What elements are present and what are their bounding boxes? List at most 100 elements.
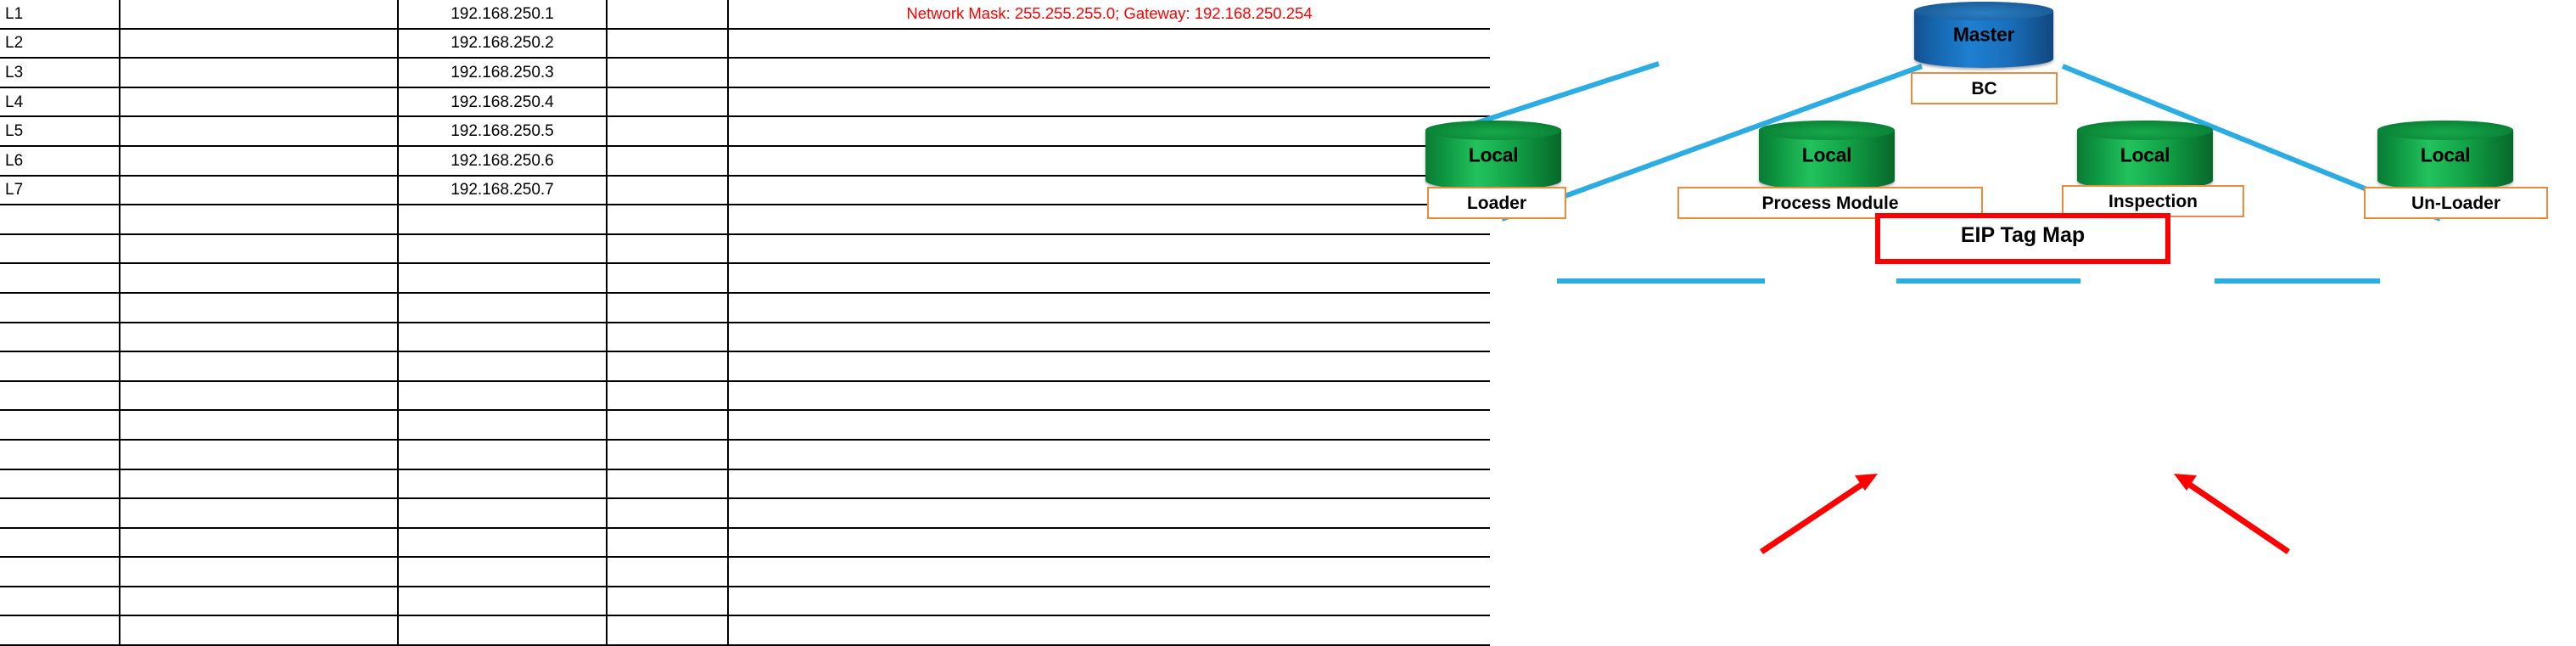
cell-blank-b[interactable]: [607, 615, 729, 646]
cell-note[interactable]: Network Mask: 255.255.255.0; Gateway: 19…: [728, 0, 1490, 30]
cell-ip-address[interactable]: 192.168.250.7: [398, 175, 608, 206]
cell-blank-b[interactable]: [607, 87, 729, 118]
cell-blank-b[interactable]: [607, 380, 729, 412]
cell-note[interactable]: [728, 205, 1490, 235]
cell-blank-a[interactable]: [120, 351, 399, 382]
device-ip-table[interactable]: L1 192.168.250.1 Network Mask: 255.255.2…: [0, 0, 1490, 646]
cell-ip-address[interactable]: 192.168.250.4: [398, 87, 608, 118]
cell-device-label[interactable]: [0, 380, 120, 412]
cell-ip-address[interactable]: 192.168.250.6: [398, 145, 608, 177]
cell-note[interactable]: [728, 28, 1490, 59]
cell-ip-address[interactable]: 192.168.250.5: [398, 116, 608, 147]
table-row[interactable]: L5 192.168.250.5: [0, 116, 1490, 147]
table-row[interactable]: [0, 586, 1490, 617]
eip-tag-map-callout[interactable]: EIP Tag Map: [1875, 213, 2170, 264]
cell-blank-a[interactable]: [120, 380, 399, 412]
table-row[interactable]: [0, 527, 1490, 559]
cell-ip-address[interactable]: [398, 263, 608, 294]
cell-ip-address[interactable]: [398, 233, 608, 265]
cell-blank-a[interactable]: [120, 233, 399, 265]
cell-blank-a[interactable]: [120, 28, 399, 59]
cell-note[interactable]: [728, 469, 1490, 500]
table-row[interactable]: [0, 469, 1490, 500]
cell-note[interactable]: [728, 175, 1490, 206]
cell-device-label[interactable]: L6: [0, 145, 120, 177]
table-row[interactable]: [0, 263, 1490, 294]
cell-device-label[interactable]: L7: [0, 175, 120, 206]
cell-blank-a[interactable]: [120, 263, 399, 294]
cell-blank-b[interactable]: [607, 175, 729, 206]
cell-blank-a[interactable]: [120, 439, 399, 470]
cell-ip-address[interactable]: [398, 410, 608, 441]
cell-blank-b[interactable]: [607, 557, 729, 587]
cell-ip-address[interactable]: [398, 439, 608, 470]
cell-ip-address[interactable]: [398, 380, 608, 412]
cell-device-label[interactable]: [0, 615, 120, 646]
local-node-cylinder-un-loader[interactable]: Local: [2377, 121, 2513, 190]
cell-note[interactable]: [728, 233, 1490, 265]
cell-device-label[interactable]: [0, 205, 120, 235]
cell-blank-b[interactable]: [607, 58, 729, 88]
local-node-cylinder-inspection[interactable]: Local: [2077, 121, 2213, 190]
table-row[interactable]: [0, 322, 1490, 353]
table-row[interactable]: [0, 410, 1490, 441]
cell-device-label[interactable]: [0, 498, 120, 529]
cell-blank-a[interactable]: [120, 498, 399, 529]
cell-blank-a[interactable]: [120, 205, 399, 235]
cell-blank-a[interactable]: [120, 557, 399, 587]
table-row[interactable]: [0, 205, 1490, 235]
cell-blank-a[interactable]: [120, 116, 399, 147]
cell-ip-address[interactable]: [398, 292, 608, 323]
cell-blank-b[interactable]: [607, 205, 729, 235]
cell-ip-address[interactable]: 192.168.250.1: [398, 0, 608, 30]
master-node-cylinder[interactable]: Master: [1914, 2, 2053, 68]
table-row[interactable]: [0, 233, 1490, 265]
cell-note[interactable]: [728, 292, 1490, 323]
cell-note[interactable]: [728, 380, 1490, 412]
cell-note[interactable]: [728, 557, 1490, 587]
cell-blank-a[interactable]: [120, 175, 399, 206]
table-row[interactable]: [0, 292, 1490, 323]
table-row[interactable]: [0, 498, 1490, 529]
cell-ip-address[interactable]: [398, 322, 608, 353]
cell-note[interactable]: [728, 322, 1490, 353]
cell-ip-address[interactable]: [398, 351, 608, 382]
table-row[interactable]: [0, 557, 1490, 587]
cell-note[interactable]: [728, 87, 1490, 118]
cell-blank-b[interactable]: [607, 586, 729, 617]
table-row[interactable]: L7 192.168.250.7: [0, 175, 1490, 206]
cell-blank-b[interactable]: [607, 292, 729, 323]
cell-blank-b[interactable]: [607, 469, 729, 500]
cell-device-label[interactable]: [0, 322, 120, 353]
cell-ip-address[interactable]: [398, 557, 608, 587]
cell-note[interactable]: [728, 527, 1490, 559]
cell-blank-a[interactable]: [120, 145, 399, 177]
cell-device-label[interactable]: L4: [0, 87, 120, 118]
table-row[interactable]: L3 192.168.250.3: [0, 58, 1490, 88]
master-caption-box[interactable]: BC: [1911, 72, 2058, 104]
cell-blank-a[interactable]: [120, 0, 399, 30]
local-node-cylinder-process-module[interactable]: Local: [1759, 121, 1895, 190]
cell-ip-address[interactable]: [398, 498, 608, 529]
node-caption-box-inspection[interactable]: Inspection: [2062, 185, 2244, 217]
cell-blank-a[interactable]: [120, 615, 399, 646]
cell-blank-a[interactable]: [120, 586, 399, 617]
cell-blank-b[interactable]: [607, 263, 729, 294]
cell-blank-a[interactable]: [120, 322, 399, 353]
table-row[interactable]: L2 192.168.250.2: [0, 28, 1490, 59]
cell-note[interactable]: [728, 116, 1490, 147]
cell-blank-b[interactable]: [607, 233, 729, 265]
spreadsheet-pane[interactable]: L1 192.168.250.1 Network Mask: 255.255.2…: [0, 0, 1490, 646]
cell-device-label[interactable]: [0, 439, 120, 470]
table-row[interactable]: [0, 439, 1490, 470]
cell-blank-b[interactable]: [607, 28, 729, 59]
cell-blank-b[interactable]: [607, 322, 729, 353]
cell-device-label[interactable]: [0, 586, 120, 617]
cell-blank-a[interactable]: [120, 292, 399, 323]
cell-note[interactable]: [728, 615, 1490, 646]
cell-ip-address[interactable]: [398, 205, 608, 235]
cell-note[interactable]: [728, 263, 1490, 294]
cell-note[interactable]: [728, 586, 1490, 617]
cell-ip-address[interactable]: 192.168.250.2: [398, 28, 608, 59]
cell-blank-a[interactable]: [120, 87, 399, 118]
